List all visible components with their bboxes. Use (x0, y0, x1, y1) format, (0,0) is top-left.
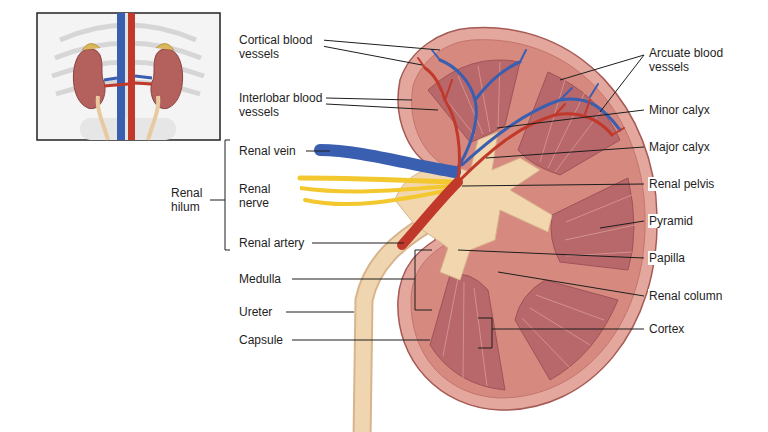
part-label: Renal pelvis (648, 177, 715, 191)
part-label: Capsule (238, 333, 284, 347)
part-label: Papilla (648, 251, 686, 265)
part-label: Cortical blood vessels (238, 33, 324, 61)
renal-vessels (300, 50, 624, 245)
part-label: Medulla (238, 272, 282, 286)
part-label: Renal column (648, 289, 723, 303)
part-label: Renal vein (238, 144, 297, 158)
part-label: Arcuate blood vessels (648, 46, 740, 74)
part-label: Minor calyx (648, 103, 711, 117)
part-label: Ureter (238, 305, 273, 319)
leader-lines (208, 40, 644, 348)
part-label: Cortex (648, 322, 685, 336)
part-label: Major calyx (648, 140, 711, 154)
part-label: Interlobar blood vessels (238, 91, 326, 119)
part-label: Pyramid (648, 214, 694, 228)
inset-figure (37, 13, 220, 140)
part-label: Renal nerve (238, 182, 300, 210)
part-label: Renal hilum (170, 186, 210, 214)
part-label: Renal artery (238, 236, 305, 250)
